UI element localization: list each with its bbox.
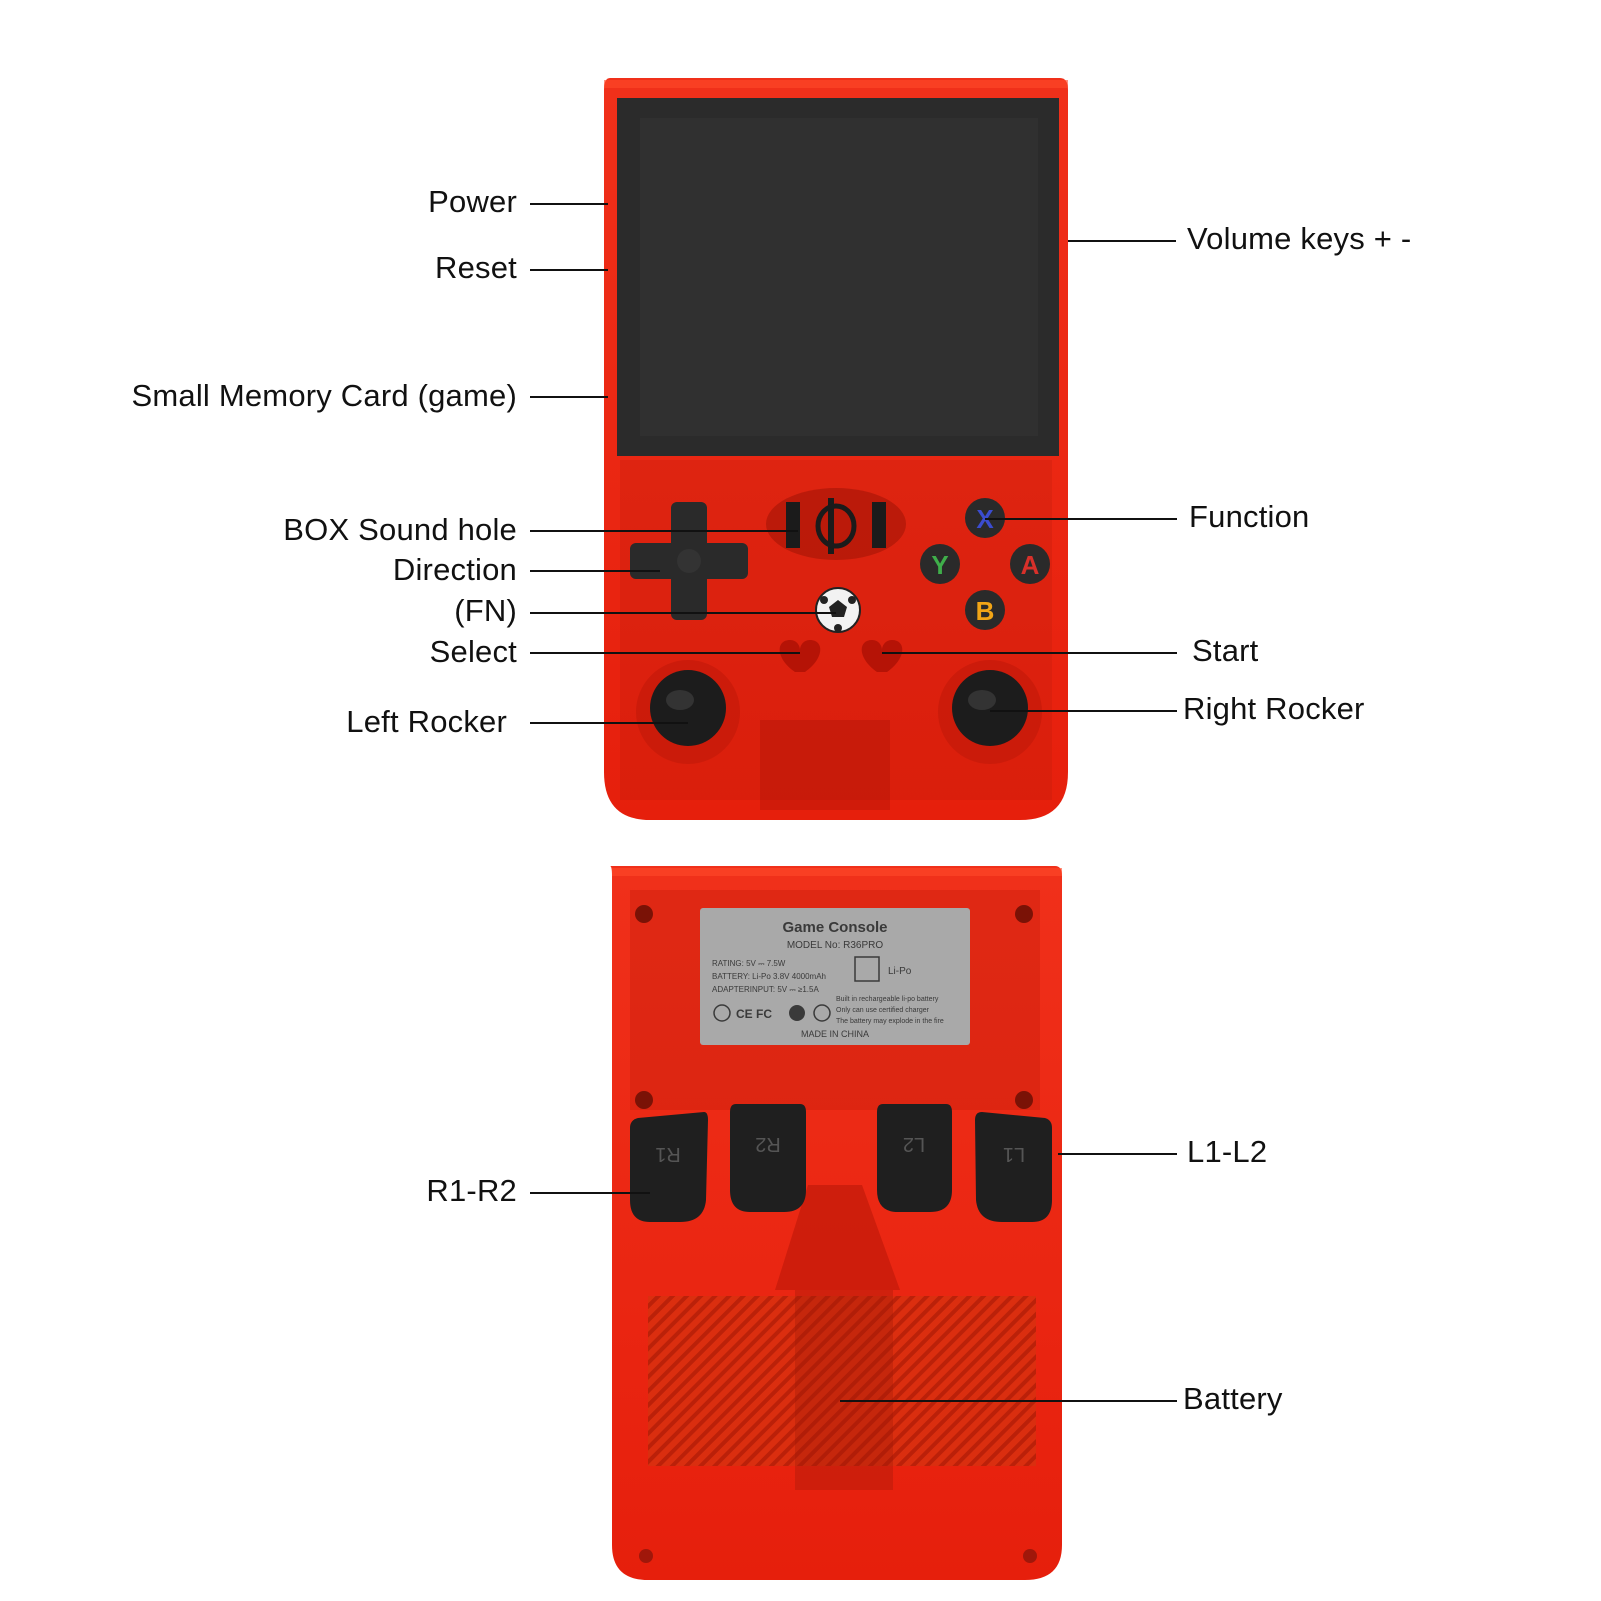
label-direction: Direction bbox=[392, 552, 517, 587]
console-front: X Y A B bbox=[604, 78, 1068, 820]
label-r1r2: R1-R2 bbox=[426, 1173, 517, 1208]
right-rocker[interactable] bbox=[938, 660, 1042, 764]
label-reset: Reset bbox=[435, 250, 517, 285]
svg-text:CE FC: CE FC bbox=[736, 1007, 772, 1021]
label-volume: Volume keys + - bbox=[1187, 221, 1412, 256]
shoulder-r1[interactable]: R1 bbox=[630, 1112, 708, 1222]
svg-text:L2: L2 bbox=[903, 1133, 925, 1155]
leader-right-rocker bbox=[990, 710, 1177, 712]
shoulder-l1[interactable]: L1 bbox=[975, 1112, 1052, 1222]
sound-hole bbox=[766, 488, 906, 560]
svg-text:MADE IN CHINA: MADE IN CHINA bbox=[801, 1029, 869, 1039]
fn-button[interactable] bbox=[815, 587, 861, 633]
select-button[interactable] bbox=[779, 640, 821, 672]
label-sound-hole: BOX Sound hole bbox=[283, 512, 517, 547]
leader-select bbox=[530, 652, 800, 654]
svg-text:Built in rechargeable li-po ba: Built in rechargeable li-po battery bbox=[836, 996, 939, 1003]
label-select: Select bbox=[429, 634, 517, 669]
svg-text:BATTERY: Li-Po 3.8V 4000mAh: BATTERY: Li-Po 3.8V 4000mAh bbox=[712, 972, 826, 981]
svg-text:R2: R2 bbox=[755, 1133, 781, 1155]
svg-text:B: B bbox=[976, 596, 995, 626]
label-start: Start bbox=[1192, 633, 1259, 668]
label-fn: (FN) bbox=[454, 593, 517, 628]
shoulder-r2[interactable]: R2 bbox=[730, 1104, 806, 1212]
leader-sound-hole bbox=[530, 530, 798, 532]
label-sticker: Game Console MODEL No: R36PRO RATING: 5V… bbox=[700, 908, 970, 1045]
svg-text:Li-Po: Li-Po bbox=[888, 966, 912, 977]
leader-direction bbox=[530, 570, 660, 572]
svg-text:L1: L1 bbox=[1003, 1143, 1025, 1165]
button-b[interactable]: B bbox=[965, 590, 1005, 630]
label-right-rocker: Right Rocker bbox=[1183, 691, 1365, 726]
svg-text:Y: Y bbox=[931, 550, 948, 580]
leader-left-rocker bbox=[530, 722, 688, 724]
svg-text:Game Console: Game Console bbox=[782, 919, 887, 936]
battery-pack bbox=[648, 1296, 1036, 1466]
svg-text:The battery may explode in the: The battery may explode in the fire bbox=[836, 1018, 944, 1025]
leader-power bbox=[530, 203, 608, 205]
svg-text:RATING: 5V ⎓ 7.5W: RATING: 5V ⎓ 7.5W bbox=[712, 959, 786, 968]
leader-reset bbox=[530, 269, 608, 271]
leader-memory bbox=[530, 396, 608, 398]
leader-r1r2 bbox=[530, 1192, 650, 1194]
leader-battery bbox=[840, 1400, 1177, 1402]
svg-text:MODEL No: R36PRO: MODEL No: R36PRO bbox=[787, 940, 884, 951]
left-rocker[interactable] bbox=[636, 660, 740, 764]
leader-fn bbox=[530, 612, 836, 614]
label-left-rocker: Left Rocker bbox=[346, 704, 507, 739]
leader-function bbox=[985, 518, 1177, 520]
label-function: Function bbox=[1189, 499, 1310, 534]
shoulder-l2[interactable]: L2 bbox=[877, 1104, 952, 1212]
label-l1l2: L1-L2 bbox=[1187, 1134, 1268, 1169]
svg-text:ADAPTERINPUT: 5V ⎓ ≥1.5A: ADAPTERINPUT: 5V ⎓ ≥1.5A bbox=[712, 985, 819, 994]
start-button[interactable] bbox=[861, 640, 903, 672]
label-power: Power bbox=[428, 184, 517, 219]
label-battery: Battery bbox=[1183, 1381, 1283, 1416]
label-memory-card: Small Memory Card (game) bbox=[131, 378, 517, 413]
leader-volume bbox=[1068, 240, 1176, 242]
button-a[interactable]: A bbox=[1010, 544, 1050, 584]
svg-text:Only can use certified charger: Only can use certified charger bbox=[836, 1007, 930, 1014]
svg-text:R1: R1 bbox=[655, 1143, 681, 1165]
console-back: Game Console MODEL No: R36PRO RATING: 5V… bbox=[610, 866, 1062, 1580]
button-y[interactable]: Y bbox=[920, 544, 960, 584]
leader-start bbox=[882, 652, 1177, 654]
leader-l1l2 bbox=[1058, 1153, 1177, 1155]
svg-text:A: A bbox=[1021, 550, 1040, 580]
